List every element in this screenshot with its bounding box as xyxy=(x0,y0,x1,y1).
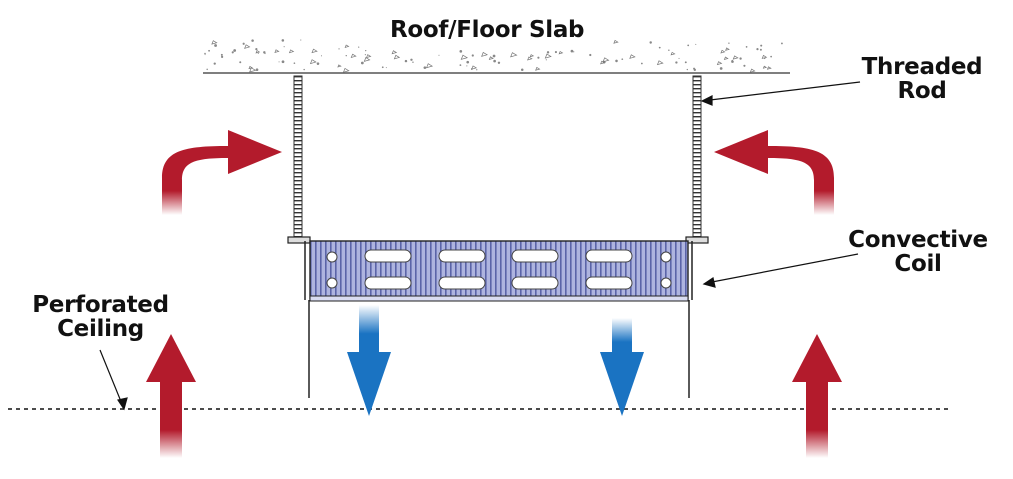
warm-air-up-arrow-left xyxy=(146,334,196,458)
convective-coil xyxy=(287,236,709,398)
rod-label-line1: Threaded xyxy=(861,54,983,80)
concrete-speckles xyxy=(204,39,783,73)
ceiling-label-line2: Ceiling xyxy=(57,316,144,343)
perforated-ceiling-label: Perforated Ceiling xyxy=(18,293,183,341)
threaded-rod-right xyxy=(692,75,702,239)
slab-label-text: Roof/Floor Slab xyxy=(390,17,585,43)
coil-label-line2: Coil xyxy=(894,251,942,278)
convective-coil-label: Convective Coil xyxy=(848,228,988,276)
ceiling-label-line1: Perforated xyxy=(32,292,169,318)
warm-air-curved-arrow-left xyxy=(162,130,282,215)
slab-label: Roof/Floor Slab xyxy=(390,17,585,43)
warm-air-curved-arrow-right xyxy=(714,130,834,215)
cool-air-down-arrow-left xyxy=(347,305,391,416)
coil-holes xyxy=(326,249,672,290)
coil-label-line1: Convective xyxy=(848,227,988,253)
roof-floor-slab xyxy=(203,39,790,74)
leader-lines xyxy=(99,81,861,411)
cool-air-down-arrow-right xyxy=(600,318,644,416)
warm-air-up-arrow-right xyxy=(792,334,842,458)
threaded-rod-label: Threaded Rod xyxy=(852,55,992,103)
rod-label-line2: Rod xyxy=(897,78,947,105)
threaded-rod-left xyxy=(293,75,303,239)
